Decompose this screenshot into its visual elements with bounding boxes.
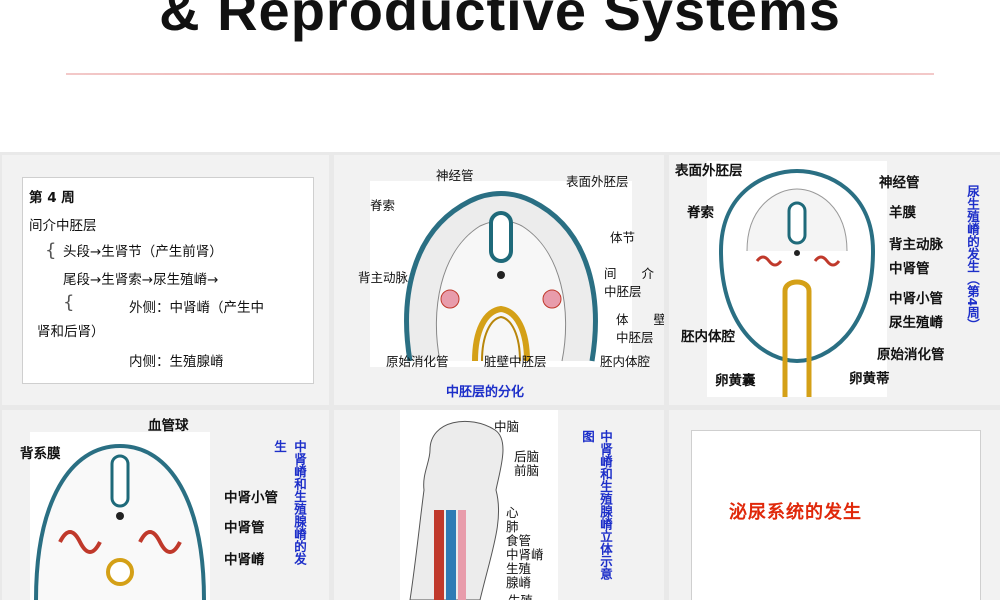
label-notochord: 脊索 (370, 198, 396, 213)
label-heart: 心 (506, 505, 519, 520)
medial-ridge-text: 内侧：生殖腺嵴 (129, 354, 224, 370)
lateral-ridge-text: 外侧：中肾嵴（产生中 (129, 300, 264, 316)
label-genital-ridge-b: 腺嵴 (506, 575, 532, 590)
label-neural-tube: 神经管 (436, 168, 474, 183)
mesonephric-diagram (34, 443, 206, 600)
label-intraembryonic-coelom: 胚内体腔 (600, 354, 651, 369)
intro-text-box: 第 4 周 间介中胚层 { 头段→生肾节（产生前肾） 尾段→生肾索→尿生殖嵴→ … (22, 177, 314, 384)
label-notochord: 脊索 (687, 205, 714, 221)
sub-brace-icon: { (63, 292, 75, 313)
label-hindbrain: 后脑 (514, 449, 540, 464)
label-visceral-mesoderm: 脏壁中胚层 (484, 354, 547, 369)
label-mesonephric-duct: 中肾管 (889, 261, 930, 277)
lateral-ridge-text-cont: 肾和后肾） (37, 324, 105, 340)
urogenital-diagram (718, 168, 876, 397)
mesonephric-cross-section-figure (30, 432, 210, 600)
label-mesonephric-duct: 中肾管 (224, 520, 265, 536)
label-surface-ectoderm: 表面外胚层 (566, 174, 629, 189)
label-intermediate-mesoderm-a: 间 介 (604, 266, 655, 281)
vertical-caption-a: 图 (580, 430, 595, 443)
label-amnion: 羊膜 (889, 205, 916, 221)
vertical-caption-urogenital: 尿生殖嵴的发生（第4周） (965, 185, 980, 332)
3d-schematic-figure (400, 410, 558, 600)
label-dorsal-aorta: 背主动脉 (358, 270, 409, 285)
label-glomerulus: 血管球 (148, 418, 189, 434)
label-body-wall-b: 中胚层 (616, 330, 654, 345)
tile-urinary-title[interactable]: 泌尿系统的发生 (669, 410, 1000, 600)
slide-title: & Reproductive Systems (159, 0, 841, 42)
tail-segment-text: 尾段→生肾索→尿生殖嵴→ (63, 272, 219, 288)
label-esophagus: 食管 (506, 533, 532, 548)
label-genital-ridge-a: 生殖 (506, 561, 532, 576)
label-dorsal-aorta: 背主动脉 (889, 237, 943, 253)
label-mesonephric-ridge: 中肾嵴 (224, 552, 265, 568)
label-midbrain: 中脑 (494, 419, 520, 434)
label-intermediate-mesoderm-b: 中胚层 (604, 284, 642, 299)
label-lung: 肺 (506, 519, 519, 534)
urinary-system-title: 泌尿系统的发生 (729, 502, 862, 523)
figure-caption-mesoderm: 中胚层的分化 (446, 385, 525, 400)
label-primitive-gut: 原始消化管 (877, 347, 945, 363)
week-label: 第 4 周 (29, 190, 75, 206)
label-coelom: 胚内体腔 (681, 329, 735, 345)
head-segment-text: 头段→生肾节（产生前肾） (63, 244, 223, 260)
vertical-caption-a: 生 (272, 440, 287, 453)
label-body-wall-a: 体 壁 (616, 312, 664, 327)
label-mesonephric-tubule: 中肾小管 (224, 490, 278, 506)
label-surface-ectoderm: 表面外胚层 (675, 163, 743, 179)
title-divider (66, 73, 934, 75)
label-yolk-sac: 卵黄囊 (715, 373, 756, 389)
tile-mesoderm-figure[interactable]: 神经管 表面外胚层 脊索 体节 背主动脉 间 介 中胚层 体 壁 中胚层 原始消… (334, 155, 664, 405)
label-mesonephric-tubule: 中肾小管 (889, 291, 943, 307)
mesoderm-cross-section-figure (370, 181, 632, 367)
label-urogenital-ridge: 尿生殖嵴 (889, 315, 943, 331)
tile-text-intro[interactable]: 第 4 周 间介中胚层 { 头段→生肾节（产生前肾） 尾段→生肾索→尿生殖嵴→ … (2, 155, 329, 405)
label-mesonephric-ridge: 中肾嵴 (506, 547, 544, 562)
3d-schematic-diagram (409, 420, 504, 600)
vertical-caption-b: 中肾嵴和生殖腺嵴的发 (292, 440, 307, 565)
tile-urogenital-ridge-figure[interactable]: 表面外胚层 神经管 脊索 羊膜 背主动脉 中肾管 中肾小管 胚内体腔 尿生殖嵴 … (669, 155, 1000, 405)
label-more: 生殖 (508, 590, 533, 600)
label-somite: 体节 (610, 230, 636, 245)
tile-mesonephric-figure[interactable]: 血管球 背系膜 中肾小管 中肾管 中肾嵴 生 中肾嵴和生殖腺嵴的发 (2, 410, 329, 600)
label-yolk-stalk: 卵黄蒂 (849, 371, 890, 387)
intermediate-mesoderm-label: 间介中胚层 (29, 218, 97, 234)
brace-icon: { (45, 240, 57, 261)
label-forebrain: 前脑 (514, 463, 540, 478)
label-neural-tube: 神经管 (879, 175, 920, 191)
label-mesentery: 背系膜 (20, 446, 61, 462)
urogenital-ridge-figure (707, 161, 887, 397)
label-primitive-gut: 原始消化管 (386, 354, 449, 369)
vertical-caption-b: 中肾嵴和生殖腺嵴立体示意 (598, 430, 613, 580)
tile-3d-schematic[interactable]: 中脑 后脑 前脑 心 肺 食管 中肾嵴 生殖 腺嵴 生殖 图 中肾嵴和生殖腺嵴立… (334, 410, 664, 600)
mesoderm-diagram (404, 191, 598, 362)
title-card (691, 430, 981, 600)
